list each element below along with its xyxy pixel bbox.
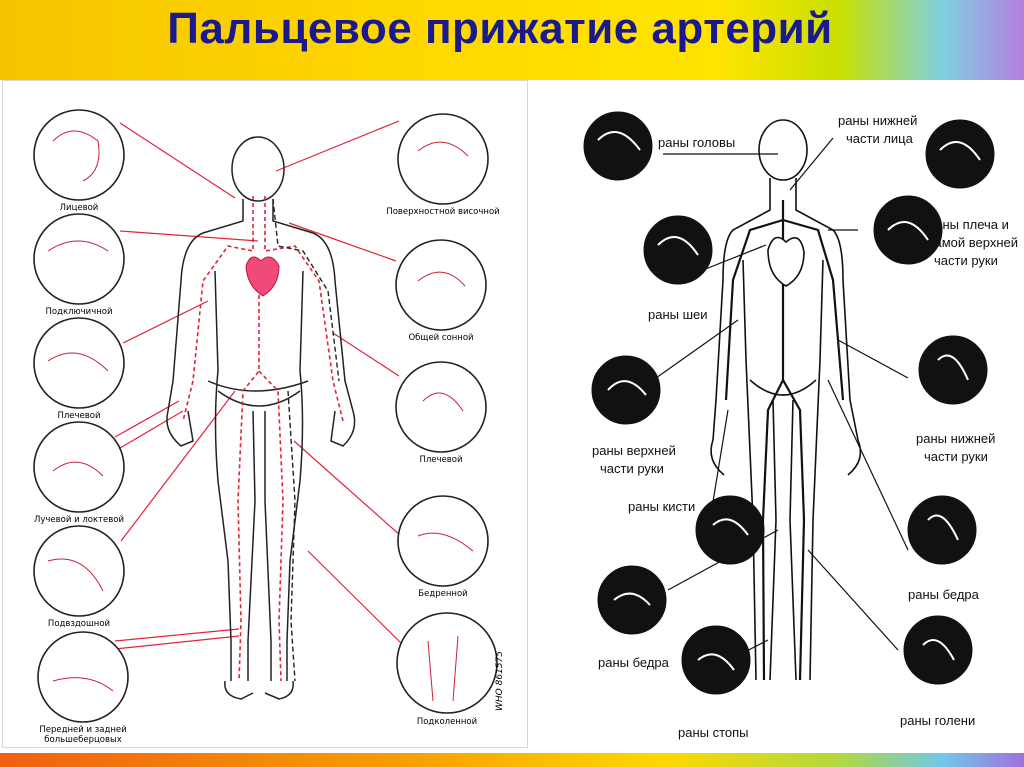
label-shoulder-1: раны плеча и (928, 217, 1009, 232)
label-tibial-1: Передней и задней (39, 725, 127, 735)
left-body-diagram (33, 109, 498, 723)
right-pressure-point-circles (583, 111, 995, 695)
heart-icon (245, 256, 280, 297)
right-diagram-panel: раны головы раны нижней части лица раны … (528, 80, 1022, 746)
label-shoulder-3: части руки (934, 253, 998, 268)
page-title: Пальцевое прижатие артерий (167, 4, 833, 53)
right-body-diagram (583, 111, 995, 695)
title-band (0, 0, 1024, 80)
left-body-outline (166, 136, 356, 700)
right-body-outline (710, 119, 862, 681)
left-diagram-panel: Лицевой Подключичной Плечевой Лучевой и … (2, 80, 528, 748)
left-artery-paths (182, 196, 344, 682)
label-lower-face-1: раны нижней (838, 113, 918, 128)
label-thigh-right: раны бедра (908, 587, 979, 602)
label-iliac: Подвздошной (47, 619, 111, 629)
label-radial-ulnar: Лучевой и локтевой (33, 515, 125, 525)
label-tibial-2: большеберцовых (44, 735, 122, 745)
label-brachial-right: Плечевой (419, 455, 463, 465)
right-artery-paths (724, 200, 845, 681)
label-neck: раны шеи (648, 307, 708, 322)
left-circle-sketches (47, 130, 474, 702)
label-hand: раны кисти (628, 499, 696, 514)
left-connector-lines (114, 120, 402, 650)
label-shin: раны голени (900, 713, 976, 728)
left-vein-paths (272, 198, 340, 682)
label-lower-arm-2: части руки (924, 449, 988, 464)
label-upper-arm-1: раны верхней (592, 443, 676, 458)
label-carotid: Общей сонной (408, 333, 474, 343)
label-shoulder-2: самой верхней (928, 235, 1019, 250)
label-popliteal: Подколенной (416, 717, 478, 727)
label-foot: раны стопы (678, 725, 749, 740)
left-pressure-point-circles (33, 109, 498, 723)
who-code: WHO 861575 (495, 651, 505, 711)
label-temporal: Поверхностной височной (386, 207, 500, 217)
label-femoral: Бедренной (418, 589, 468, 599)
right-circle-sketches (597, 131, 981, 671)
label-subclavian: Подключичной (45, 307, 113, 317)
label-lower-arm-1: раны нижней (916, 431, 996, 446)
heart-icon (767, 236, 805, 287)
label-upper-arm-2: части руки (600, 461, 664, 476)
label-lower-face-2: части лица (846, 131, 913, 146)
label-brachial-left: Плечевой (57, 411, 101, 421)
label-head: раны головы (658, 135, 736, 150)
bottom-band (0, 753, 1024, 767)
label-thigh-left: раны бедра (598, 655, 669, 670)
label-facial: Лицевой (59, 203, 99, 213)
